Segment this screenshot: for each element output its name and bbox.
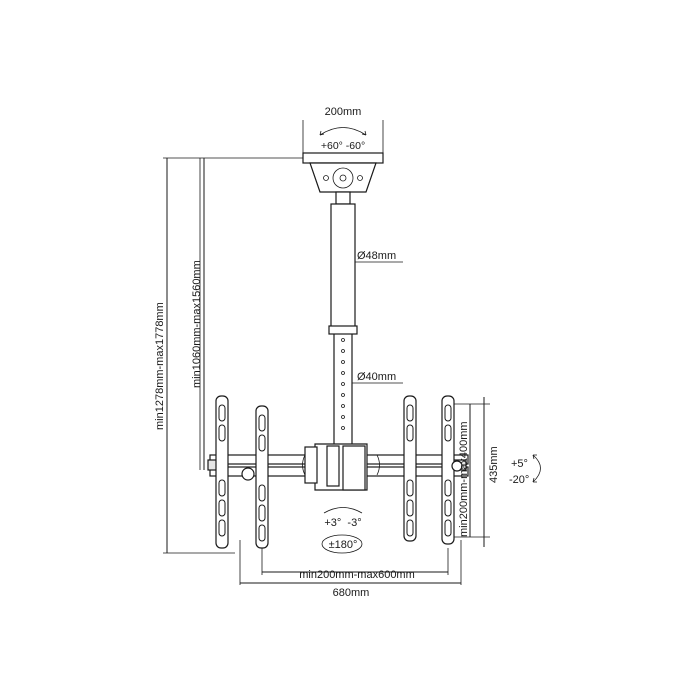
vesa-horizontal-label: min200mm-max600mm	[299, 569, 415, 581]
total-width-dimension: 680mm	[239, 540, 462, 599]
ceiling-plate	[302, 152, 384, 193]
top-plate-width-dimension: 200mm +60° -60°	[302, 106, 384, 155]
column-height-label: min1060mm-max1560mm	[191, 260, 203, 388]
total-height-dimension: min1278mm-max1778mm	[154, 157, 303, 554]
column-height-dimension: min1060mm-max1560mm	[191, 158, 205, 470]
center-clamp	[302, 443, 380, 491]
swivel-label: +60° -60°	[321, 140, 365, 152]
tube-diameter-labels: Ø48mm Ø40mm	[352, 250, 403, 384]
bracket-height-label: 435mm	[488, 446, 500, 483]
top-plate-width-label: 200mm	[325, 106, 362, 118]
lower-tube-diameter-label: Ø40mm	[357, 371, 396, 383]
bracket-height-dimension: 435mm	[483, 397, 500, 547]
rotation-label: ±180°	[329, 539, 358, 551]
vesa-arm-2	[241, 405, 269, 549]
total-width-label: 680mm	[333, 587, 370, 599]
total-height-label: min1278mm-max1778mm	[154, 302, 166, 430]
upper-tube-diameter-label: Ø48mm	[357, 250, 396, 262]
vesa-horizontal-dimension: min200mm-max600mm	[261, 548, 449, 581]
vesa-vertical-label: min200mm-max400mm	[458, 421, 470, 537]
extension-column	[328, 191, 358, 447]
vesa-arm-1	[215, 395, 229, 549]
level-rotation-indicator: +3° -3° ±180°	[321, 507, 363, 554]
vesa-vertical-dimension: min200mm-max400mm	[454, 403, 490, 538]
tilt-indicator: +5° -20°	[509, 454, 541, 486]
tilt-negative-label: -20°	[509, 474, 529, 486]
vesa-arm-3	[403, 395, 417, 542]
vesa-arm-4	[441, 395, 463, 545]
level-adjust-label: +3° -3°	[324, 517, 361, 529]
tilt-label: +5°	[511, 458, 528, 470]
